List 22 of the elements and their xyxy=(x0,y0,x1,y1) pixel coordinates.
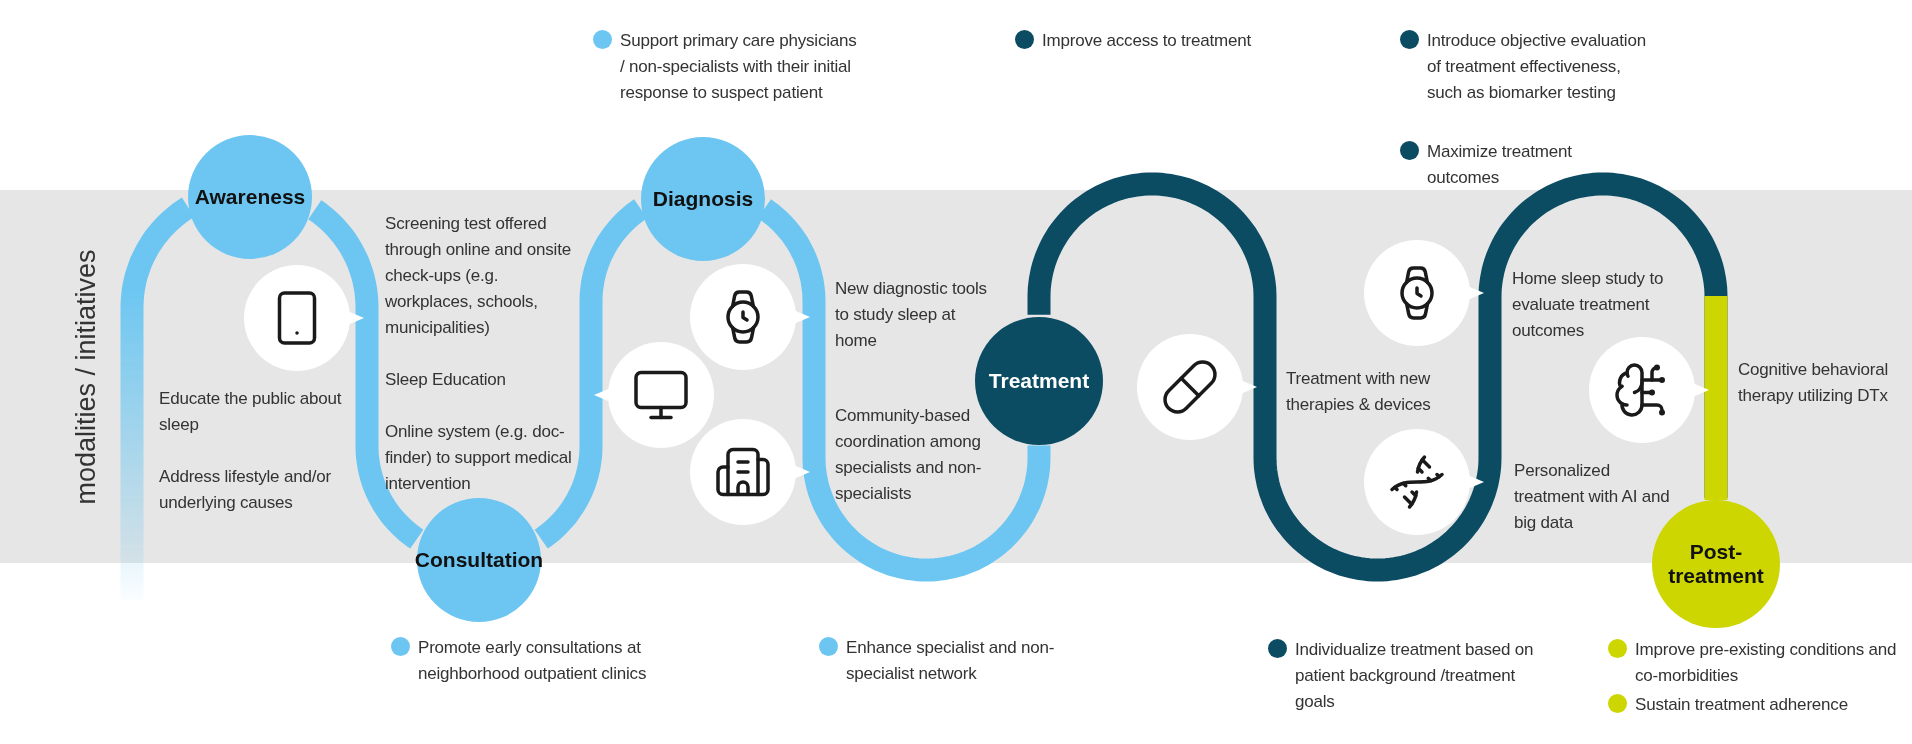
path-line xyxy=(307,200,425,549)
note-text: Screening test offered through online and onsite check-ups (e.g. workplaces, schools, municipalities) xyxy=(385,213,572,339)
note-text: Cognitive behavioral therapy utilizing DTx xyxy=(1738,359,1890,407)
note-text: Enhance specialist and non-specialist network xyxy=(846,637,1056,685)
note-text: Maximize treatment outcomes xyxy=(1427,141,1573,189)
note-text: Improve access to treatment xyxy=(1042,30,1252,52)
note-text: Introduce objective evaluation of treatment effectiveness, such as biomarker testing xyxy=(1427,30,1647,104)
note-text: Home sleep study to evaluate treatment outcomes xyxy=(1512,268,1665,342)
note-text: Sustain treatment adherence xyxy=(1635,694,1848,716)
note-text: Support primary care physicians / non-specialists with their initial response to suspect patient xyxy=(620,30,858,104)
note-text: Address lifestyle and/or underlying causes xyxy=(159,466,332,514)
note-text: Treatment with new therapies & devices xyxy=(1286,368,1432,416)
note-text: Sleep Education xyxy=(385,369,506,391)
note-text: Improve pre-existing conditions and co-morbidities xyxy=(1635,639,1898,687)
note-text: Individualize treatment based on patient background /treatment goals xyxy=(1295,639,1535,713)
note-text: Online system (e.g. doc-finder) to support medical intervention xyxy=(385,421,573,495)
stage-circle: Consultation xyxy=(417,498,541,622)
note-text: Educate the public about sleep xyxy=(159,388,343,436)
stage-circle: Diagnosis xyxy=(641,137,765,261)
side-label: modalities / initiatives xyxy=(70,249,102,505)
stage-circle: Awareness xyxy=(188,135,312,259)
note-text: Promote early consultations at neighborhood outpatient clinics xyxy=(418,637,648,685)
